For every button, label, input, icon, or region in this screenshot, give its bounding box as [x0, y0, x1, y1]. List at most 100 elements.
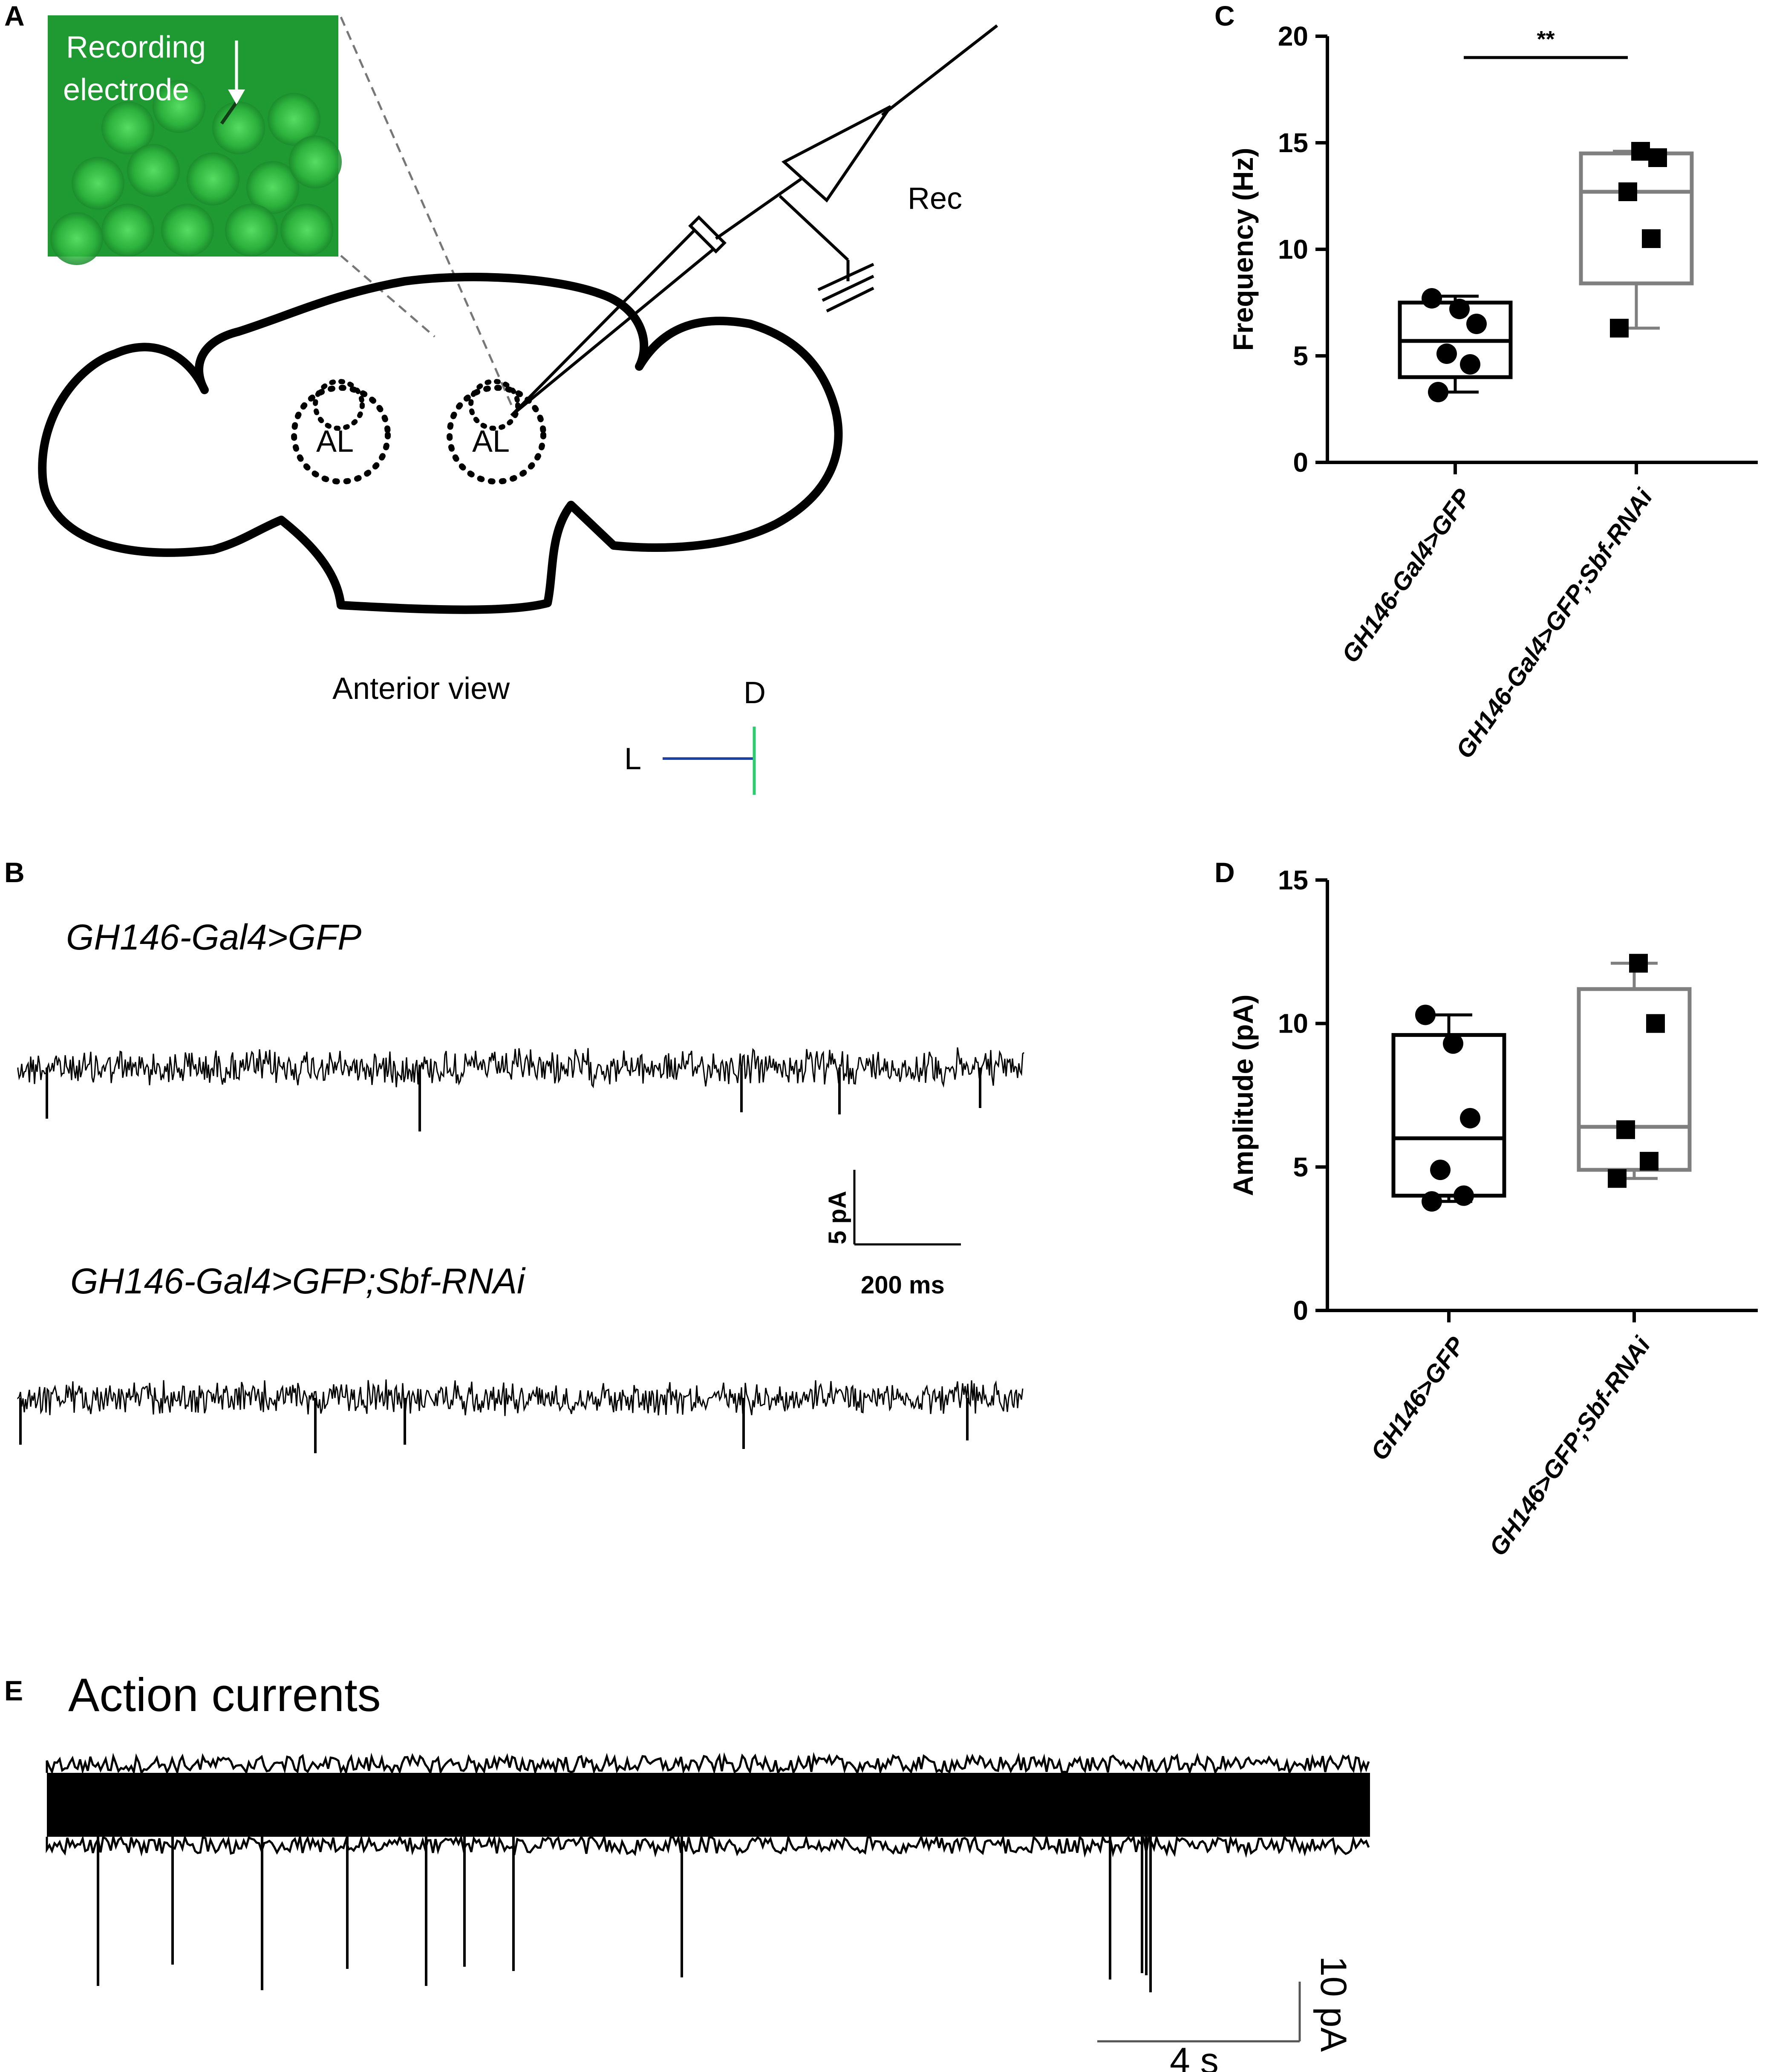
scale-e-y: 10 pA: [1313, 1956, 1354, 2052]
brain-outline: [38, 273, 843, 614]
y-axis-label: Amplitude (pA): [1227, 995, 1259, 1196]
panel-c-letter: C: [1214, 0, 1235, 32]
data-point: [1646, 1014, 1665, 1033]
micrograph-cell: [280, 204, 333, 257]
trace1-label: GH146-Gal4>GFP: [66, 917, 361, 957]
panel-b-letter: B: [4, 857, 25, 888]
data-point: [1640, 1151, 1658, 1171]
lateral-label: L: [624, 742, 641, 776]
inset-label-line1: Recording: [66, 30, 206, 64]
trace-action-currents: [46, 1752, 1370, 1992]
scale-b-x: 200 ms: [861, 1271, 945, 1299]
trace-e-band: [47, 1773, 1370, 1837]
data-point: [1449, 299, 1470, 319]
y-tick-label: 15: [1278, 865, 1308, 895]
al-right-label: AL: [472, 424, 510, 459]
al-left-label: AL: [316, 424, 354, 459]
zoom-line-left: [340, 16, 513, 406]
y-tick-label: 5: [1293, 1151, 1308, 1182]
y-tick-label: 0: [1293, 1295, 1308, 1326]
data-point: [1642, 229, 1661, 248]
panel-e: E Action currents 10 pA 4 s: [4, 1669, 1370, 2072]
y-tick-label: 5: [1293, 341, 1308, 371]
data-point: [1618, 182, 1637, 201]
y-tick-label: 10: [1278, 234, 1308, 265]
micrograph-electrode-tip: [220, 101, 238, 125]
view-label: Anterior view: [332, 672, 510, 706]
x-category-label: GH146>GFP;Sbf-RNAi: [1484, 1331, 1656, 1561]
data-point: [1460, 1108, 1480, 1128]
data-point: [1610, 319, 1629, 338]
micrograph-inset: Recording electrode: [48, 15, 342, 265]
zoom-line-right: [340, 255, 436, 338]
panel-e-title: Action currents: [68, 1669, 381, 1721]
trace-gfp: [17, 1047, 1025, 1131]
data-point: [1608, 1169, 1627, 1188]
data-point: [1436, 343, 1457, 364]
data-point: [1460, 354, 1480, 375]
rec-label: Rec: [908, 182, 962, 216]
data-point: [1422, 1191, 1442, 1212]
trace-sbf-rnai: [17, 1379, 1024, 1453]
x-category-label: GH146-Gal4>GFP: [1336, 484, 1477, 668]
micrograph-cell: [289, 136, 342, 188]
box: [1577, 987, 1692, 1172]
scale-bar-b: 5 pA 200 ms: [824, 1170, 961, 1299]
data-point: [1443, 1033, 1463, 1054]
trace-gfp-signal: [17, 1047, 1025, 1088]
data-point: [1428, 382, 1448, 402]
micrograph-cell: [187, 153, 239, 205]
data-point: [1430, 1160, 1451, 1180]
panel-e-letter: E: [4, 1675, 23, 1706]
panel-a-letter: A: [4, 0, 25, 32]
micrograph-cell: [101, 101, 154, 154]
micrograph-cell: [225, 204, 278, 257]
panel-b: B GH146-Gal4>GFP GH146-Gal4>GFP;Sbf-RNAi…: [4, 857, 1025, 1453]
micrograph-cell: [212, 101, 265, 154]
data-point: [1415, 1004, 1436, 1025]
inset-arrow-head: [228, 89, 245, 104]
recording-electrode: [510, 24, 998, 417]
y-tick-label: 0: [1293, 447, 1308, 478]
box: [1579, 151, 1694, 286]
micrograph-cell: [72, 157, 124, 210]
trace-e-top-edge: [46, 1752, 1370, 1776]
data-point: [1466, 314, 1487, 334]
micrograph-cell: [268, 93, 320, 146]
scale-b-y: 5 pA: [824, 1191, 851, 1244]
x-category-label: GH146>GFP: [1365, 1332, 1471, 1465]
scale-bar-e: 10 pA 4 s: [1097, 1956, 1354, 2072]
micrograph-cells: [50, 80, 342, 265]
micrograph-cell: [50, 212, 103, 265]
x-category-label: GH146-Gal4>GFP;Sbf-RNAi: [1451, 483, 1658, 764]
y-tick-label: 10: [1278, 1008, 1308, 1039]
trace-e-bottom-edge: [46, 1832, 1370, 1858]
trace2-label: GH146-Gal4>GFP;Sbf-RNAi: [70, 1261, 526, 1301]
y-axis-label: Frequency (Hz): [1227, 148, 1259, 351]
inset-label-line2: electrode: [63, 73, 189, 107]
data-point: [1631, 142, 1650, 161]
micrograph-cell: [101, 204, 154, 257]
data-point: [1648, 148, 1667, 167]
antennal-lobe-left: AL: [291, 379, 391, 485]
data-point: [1616, 1120, 1635, 1139]
micrograph-cell: [161, 204, 214, 257]
y-tick-label: 20: [1278, 21, 1308, 52]
significance-stars: **: [1537, 26, 1555, 52]
data-point: [1629, 954, 1648, 973]
antennal-lobe-right: AL: [447, 379, 546, 485]
micrograph-cell: [153, 80, 205, 133]
panel-d-letter: D: [1214, 857, 1235, 888]
scale-e-x: 4 s: [1170, 2040, 1219, 2072]
micrograph-cell: [246, 161, 299, 214]
panel-a: A Recording electrode AL AL: [4, 0, 998, 795]
data-point: [1422, 288, 1442, 309]
data-point: [1454, 1185, 1474, 1206]
micrograph-cell: [127, 144, 180, 197]
y-tick-label: 15: [1278, 127, 1308, 158]
